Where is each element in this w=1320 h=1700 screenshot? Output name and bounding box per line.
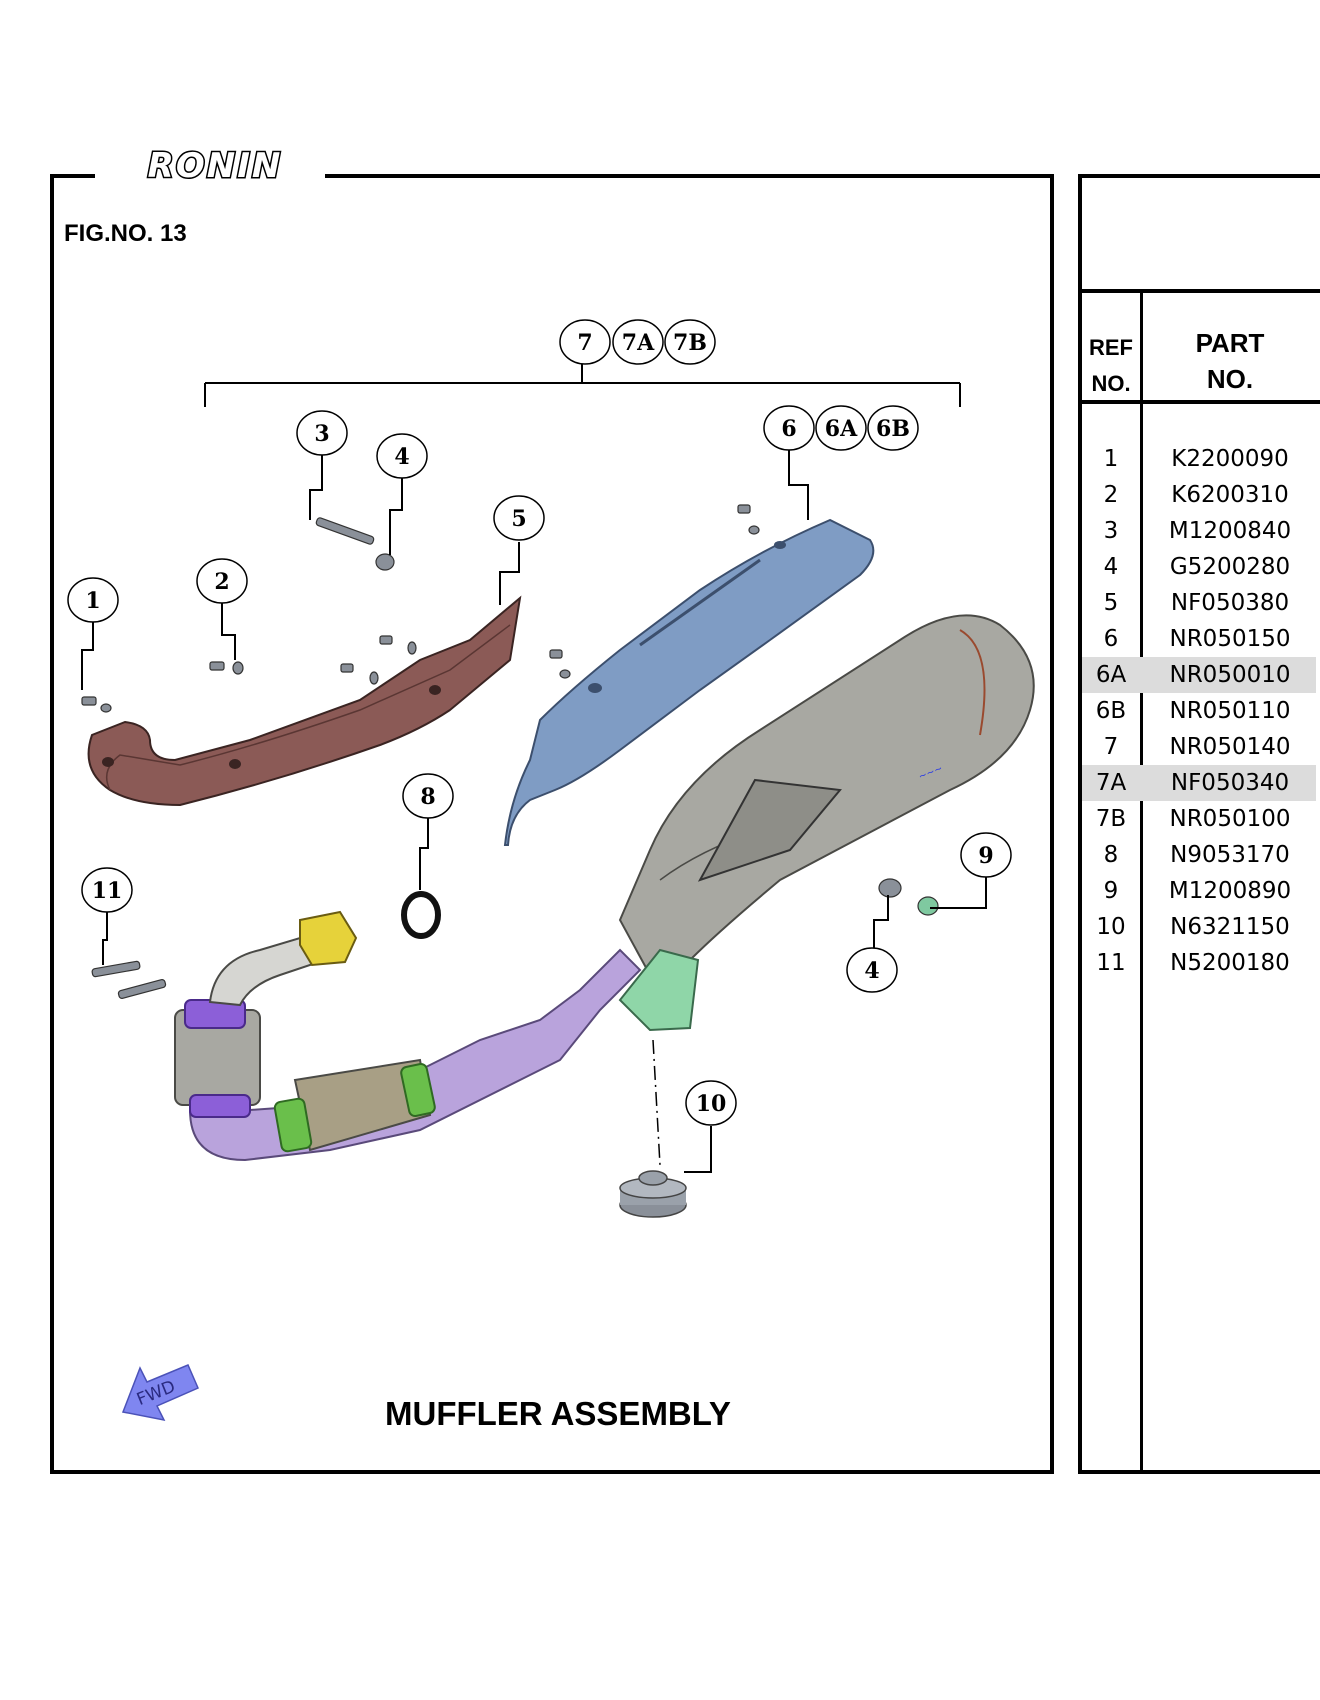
svg-text:4: 4 <box>864 958 879 984</box>
svg-text:6B: 6B <box>876 416 910 442</box>
fwd-arrow-icon: FWD <box>121 1364 199 1422</box>
callout-11: 11 <box>81 867 133 913</box>
svg-text:11: 11 <box>92 878 123 904</box>
rubber-damper <box>619 1039 687 1218</box>
callout-5: 5 <box>493 495 545 541</box>
svg-text:7: 7 <box>577 330 592 356</box>
table-header-bottom-rule <box>1078 400 1320 404</box>
mounting-bracket <box>618 948 700 1032</box>
part-no-header: PART NO. <box>1195 328 1265 394</box>
svg-text:2: 2 <box>214 569 229 595</box>
leader-lines <box>81 448 987 1173</box>
svg-text:4: 4 <box>394 444 409 470</box>
callout-3: 3 <box>296 410 348 456</box>
callout-4: 4 <box>376 433 428 479</box>
callout-6b: 6B <box>867 405 919 451</box>
exploded-diagram: ~~~ <box>67 319 1035 1422</box>
parts-table-frame <box>1078 174 1320 1474</box>
callout-6: 6 <box>763 405 815 451</box>
callout-10: 10 <box>685 1080 737 1126</box>
svg-text:3: 3 <box>314 421 329 447</box>
svg-text:9: 9 <box>978 843 993 869</box>
callouts: 1 2 3 4 4 5 6 6A 6B 7 7A 7B 8 9 10 11 <box>67 319 1012 1126</box>
callout-1: 1 <box>67 577 119 623</box>
fasteners <box>81 504 939 1000</box>
svg-text:6: 6 <box>781 416 796 442</box>
callout-2: 2 <box>196 558 248 604</box>
callout-7b: 7B <box>664 319 716 365</box>
svg-text:7A: 7A <box>622 330 655 356</box>
svg-text:5: 5 <box>511 506 526 532</box>
svg-text:8: 8 <box>420 784 435 810</box>
logo-text: RONIN <box>148 146 283 186</box>
svg-text:10: 10 <box>696 1091 727 1117</box>
callout-7: 7 <box>559 319 611 365</box>
table-column-divider <box>1140 289 1143 1474</box>
table-header-top-rule <box>1078 289 1320 293</box>
figure-number: FIG.NO. 13 <box>64 220 187 247</box>
svg-text:6A: 6A <box>825 416 858 442</box>
front-heat-shield <box>87 595 522 807</box>
callout-9: 9 <box>960 832 1012 878</box>
rear-heat-shield <box>503 518 875 846</box>
muffler-body: ~~~ <box>618 614 1035 977</box>
svg-text:7B: 7B <box>673 330 707 356</box>
gasket-ring <box>401 891 441 939</box>
ref-no-header: REF NO. <box>1089 335 1133 396</box>
svg-text:1: 1 <box>85 588 100 614</box>
logo-gap <box>95 168 325 182</box>
assembly-bracket <box>204 360 961 407</box>
callout-7a: 7A <box>612 319 664 365</box>
exhaust-pipe <box>174 910 642 1162</box>
callout-8: 8 <box>402 773 454 819</box>
ronin-logo: RONIN <box>146 146 283 186</box>
figure-frame <box>50 174 1054 1474</box>
callout-4-second: 4 <box>846 947 898 993</box>
callout-6a: 6A <box>815 405 867 451</box>
figure-title: MUFFLER ASSEMBLY <box>385 1395 731 1432</box>
